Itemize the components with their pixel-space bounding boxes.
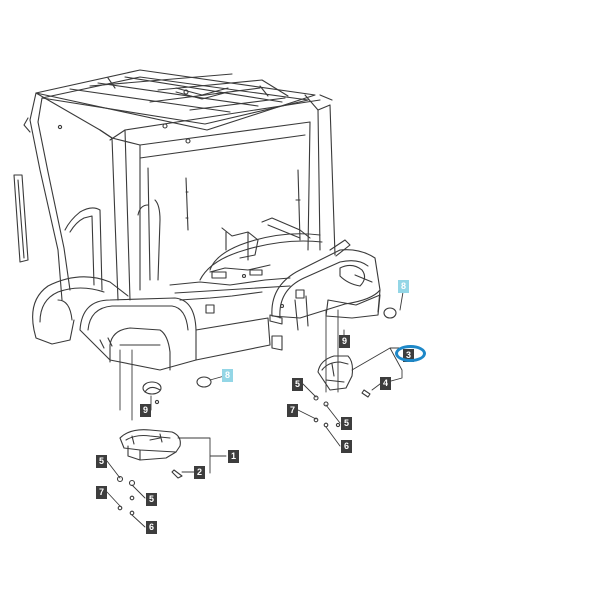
body-tub	[32, 207, 381, 371]
callout-6-right: 6	[341, 440, 352, 453]
callout-9-left: 9	[140, 404, 151, 417]
left-pillar	[13, 92, 113, 301]
leader-lines	[106, 291, 404, 528]
callout-5-right-top: 5	[292, 378, 303, 391]
right-light-bracket	[313, 307, 397, 428]
callout-6-left: 6	[146, 521, 157, 534]
callout-2: 2	[194, 466, 205, 479]
callout-4: 4	[380, 377, 391, 390]
callout-5-left-top: 5	[96, 455, 107, 468]
roof-frame	[35, 69, 316, 144]
highlight-ring	[395, 345, 426, 362]
callout-5-right-bottom: 5	[341, 417, 352, 430]
callout-7-right: 7	[287, 404, 298, 417]
inner-floor	[169, 217, 323, 351]
callout-1: 1	[228, 450, 239, 463]
callout-9-right: 9	[339, 335, 350, 348]
callout-5-left-bottom: 5	[146, 493, 157, 506]
rear-window-frame	[137, 167, 301, 281]
callout-8-left: 8	[222, 369, 233, 382]
callout-8-right: 8	[398, 280, 409, 293]
front-pillars	[99, 94, 336, 301]
callout-7-left: 7	[96, 486, 107, 499]
left-light-bracket	[116, 376, 212, 516]
